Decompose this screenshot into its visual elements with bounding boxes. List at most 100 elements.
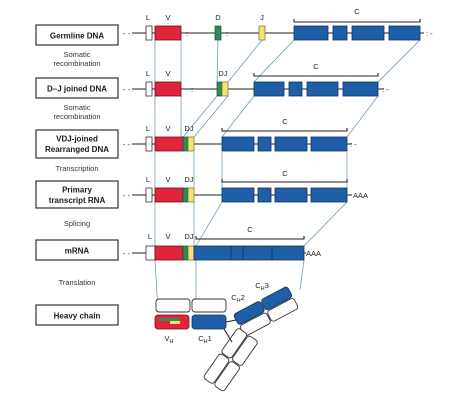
ch3-domain xyxy=(261,286,293,311)
stage-vdj-label-line2: Rearranged DNA xyxy=(45,145,109,154)
j-segment xyxy=(187,245,195,261)
ch1-domain xyxy=(191,314,227,330)
leader-exon xyxy=(145,187,153,203)
process-somatic-recombination-1: Somatic xyxy=(63,50,90,59)
j-segment xyxy=(187,136,195,152)
v-segment xyxy=(154,187,184,203)
c-region-bracket xyxy=(293,19,421,23)
alignment-guides xyxy=(154,39,421,313)
seg-label-C: C xyxy=(247,225,253,234)
c-exon-4 xyxy=(310,136,348,152)
partner-domain-cl xyxy=(191,298,227,313)
c-exon-3 xyxy=(274,187,308,203)
strand-break-left: - - xyxy=(123,249,131,258)
stage-germline-label: Germline DNA xyxy=(50,32,104,41)
poly-a-tail: AAA xyxy=(306,249,321,258)
c-exon-2 xyxy=(332,25,348,41)
ch2-domain xyxy=(233,301,265,325)
poly-a-tail: AAA xyxy=(353,191,368,200)
c-exons-spliced xyxy=(193,245,305,261)
stage-vdj-box: VDJ-joined Rearranged DNA xyxy=(35,129,119,159)
seg-label-V: V xyxy=(165,69,170,78)
d-segment xyxy=(216,81,223,97)
c-exon-3 xyxy=(274,136,308,152)
strand-gap-marker-2: : xyxy=(226,29,228,38)
lower-fab-arm xyxy=(203,328,258,392)
process-splicing: Splicing xyxy=(64,219,90,228)
stage-primary-label-line2: transcript RNA xyxy=(49,196,106,205)
lower-domain-3 xyxy=(214,361,240,392)
lower-domain-4 xyxy=(232,335,258,366)
d-segment xyxy=(182,136,189,152)
c-exon-4 xyxy=(310,187,348,203)
strand-break-left: - - xyxy=(123,29,131,38)
row-dj-joined-dna: L V DJ C - - : - : xyxy=(123,62,389,97)
c-exon-3 xyxy=(351,25,385,41)
seg-label-D: D xyxy=(215,13,221,22)
seg-label-L: L xyxy=(146,124,150,133)
j-segment xyxy=(258,25,266,41)
seg-label-V: V xyxy=(165,175,170,184)
v-segment xyxy=(154,81,182,97)
strand-break-right: : - xyxy=(426,29,433,38)
seg-label-DJ: DJ xyxy=(218,69,227,78)
seg-label-C: C xyxy=(282,169,288,178)
v-segment xyxy=(154,136,184,152)
ch2-label: CH2 xyxy=(231,293,245,304)
d-segment xyxy=(182,245,189,261)
stage-primary-transcript-box: Primary transcript RNA xyxy=(35,180,119,209)
ch1-label: CH1 xyxy=(198,334,212,345)
strand-break-left: - - xyxy=(123,140,131,149)
stage-heavy-chain-label: Heavy chain xyxy=(54,312,101,321)
lower-hinge xyxy=(223,328,233,343)
seg-label-C: C xyxy=(354,7,360,16)
row-germline-dna: L V D J C - - : - : : xyxy=(123,7,433,41)
seg-label-L: L xyxy=(146,69,150,78)
seg-label-V: V xyxy=(165,13,170,22)
c-region-bracket xyxy=(221,179,348,183)
seg-label-J: J xyxy=(260,13,264,22)
c-exon-1 xyxy=(293,25,329,41)
c-region-bracket xyxy=(253,73,379,77)
process-somatic-recombination-2b: recombination xyxy=(53,112,100,121)
j-segment xyxy=(221,81,229,97)
row-mrna: L V DJ C - - AAA xyxy=(123,225,321,261)
seg-label-L: L xyxy=(148,232,152,241)
stage-mrna-box: mRNA xyxy=(35,239,119,261)
vh-domain xyxy=(154,314,190,330)
c-region-bracket xyxy=(195,236,305,240)
leader-exon xyxy=(145,245,156,261)
seg-label-DJ: DJ xyxy=(184,175,193,184)
partner-ch3-domain xyxy=(267,298,299,322)
strand-gap-marker: : xyxy=(186,29,188,38)
c-region-bracket xyxy=(221,128,348,132)
strand-break-left: - - xyxy=(123,191,131,200)
d-segment xyxy=(214,25,222,41)
c-exon-2 xyxy=(257,136,272,152)
c-exon-1 xyxy=(221,136,255,152)
stage-dj-joined-box: D–J joined DNA xyxy=(35,77,119,99)
seg-label-C: C xyxy=(282,117,288,126)
row-vdj-rearranged-dna: L V DJ C - - : - xyxy=(123,117,357,152)
stage-germline-box: Germline DNA xyxy=(35,24,119,46)
strand-gap-marker: : xyxy=(191,85,193,94)
stage-dj-joined-label: D–J joined DNA xyxy=(47,85,107,94)
c-exon-3 xyxy=(306,81,339,97)
partner-domain-vl xyxy=(155,298,191,313)
ch3-label: CH3 xyxy=(255,281,269,292)
strand-break-right: : - xyxy=(382,85,389,94)
stage-primary-label-line1: Primary xyxy=(62,186,92,195)
heavy-chain-protein: VH CH1 CH2 CH3 xyxy=(154,281,299,392)
strand-break-right: : - xyxy=(350,140,357,149)
vh-label: VH xyxy=(165,334,174,345)
d-segment xyxy=(182,187,189,203)
stage-heavy-chain-box: Heavy chain xyxy=(35,304,119,326)
process-translation: Translation xyxy=(59,278,96,287)
c-exon-4 xyxy=(388,25,421,41)
stage-mrna-label: mRNA xyxy=(65,247,90,256)
seg-label-DJ: DJ xyxy=(184,124,193,133)
leader-exon xyxy=(145,25,153,41)
strand-break-left: - - xyxy=(123,85,131,94)
stage-vdj-label-line1: VDJ-joined xyxy=(56,135,98,144)
